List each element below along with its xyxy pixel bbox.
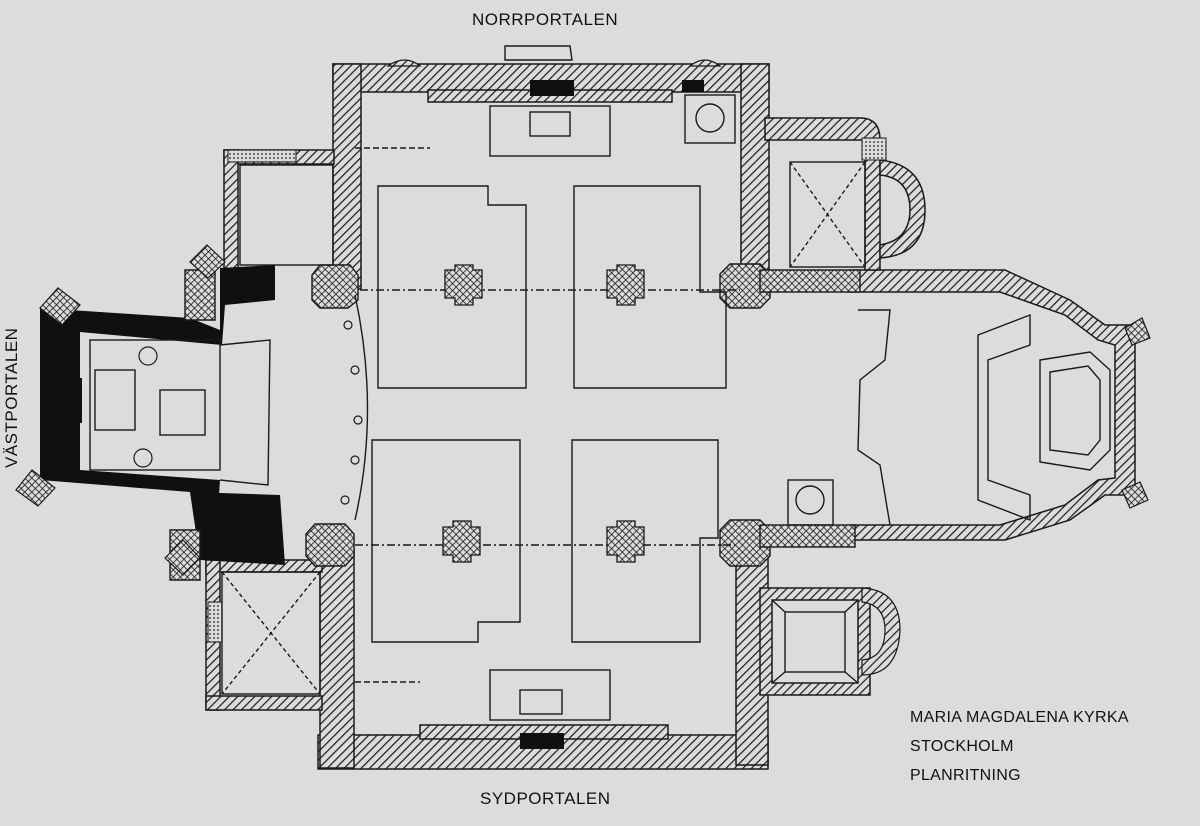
- nw-annex-room: [239, 164, 334, 266]
- walls: [205, 63, 1136, 770]
- dotted-walls: [207, 137, 887, 643]
- chancel-arch-north: [759, 269, 861, 293]
- altar-inner: [1049, 365, 1101, 456]
- west-tower-inner: [159, 389, 206, 436]
- buttress-n: [189, 244, 226, 279]
- circle-5: [340, 495, 350, 505]
- west-tower-walls: [40, 265, 285, 565]
- se-chapel-circle: [795, 485, 825, 515]
- north-porch-block: [530, 80, 574, 96]
- west-vestibule: [219, 339, 271, 486]
- dotted-wall-nw: [227, 149, 297, 163]
- nave-west-wall-south: [319, 547, 355, 769]
- circle-4: [350, 455, 360, 465]
- se-chapel: [787, 479, 834, 526]
- vault-bay-ne: [573, 185, 727, 389]
- north-chapel: [684, 94, 736, 144]
- west-tower-room: [89, 339, 221, 471]
- column-ne: [606, 264, 645, 306]
- chancel-arch-south: [759, 524, 856, 548]
- north-porch-steps: [504, 45, 573, 61]
- title-city: STOCKHOLM: [910, 738, 1014, 755]
- north-chapel-circle: [695, 103, 725, 133]
- altar-rail: [977, 313, 1031, 522]
- small-circles: [133, 320, 363, 505]
- west-stair: [94, 369, 136, 431]
- north-porch-room: [489, 105, 611, 157]
- se-tower-lines: [771, 599, 859, 684]
- ne-tower-room: [789, 161, 866, 268]
- title-block: MARIA MAGDALENA KYRKA STOCKHOLM PLANRITN…: [910, 703, 1129, 790]
- pier-west-north: [184, 269, 216, 321]
- tower-circle-south: [133, 448, 153, 468]
- south-porch-inner: [519, 689, 563, 715]
- se-tower-room: [784, 611, 846, 673]
- vault-bay-nw: [377, 185, 527, 389]
- piers: [169, 263, 861, 581]
- title-drawing-type: PLANRITNING: [910, 767, 1021, 784]
- west-portal-block: [62, 378, 82, 423]
- north-porch-inner: [529, 111, 571, 137]
- apses: [386, 59, 901, 676]
- porch-blocks: [520, 80, 704, 749]
- west-tower-solid-wall-south: [190, 492, 285, 565]
- north-porch-arch-e: [688, 59, 722, 67]
- west-portal-label: VÄSTPORTALEN: [2, 327, 21, 468]
- tower-buttresses: [15, 244, 1151, 576]
- column-sw: [442, 520, 481, 563]
- pier-sw: [305, 523, 355, 567]
- nave-west-curve: [354, 294, 369, 521]
- nave-lines: [89, 45, 1111, 721]
- south-portal-label: SYDPORTALEN: [480, 789, 611, 808]
- tower-circle-north: [138, 346, 158, 366]
- buttress-chancel-n: [1124, 317, 1151, 346]
- pier-se: [719, 519, 771, 567]
- south-porch-block: [520, 733, 564, 749]
- se-stair-apse: [861, 587, 901, 676]
- column-se: [606, 520, 645, 563]
- pier-ne: [719, 263, 771, 309]
- buttress-chancel-s: [1121, 481, 1149, 509]
- chancel-wall: [849, 269, 1136, 541]
- buttress-sw: [15, 469, 56, 507]
- vault-bay-sw: [371, 439, 521, 643]
- sw-annex-diag-2: [221, 571, 321, 695]
- dotted-wall-sw: [207, 601, 223, 643]
- sw-annex-bottom-wall: [205, 695, 323, 711]
- nave-columns: [442, 264, 645, 563]
- north-chapel-block: [682, 80, 704, 92]
- column-nw: [444, 264, 483, 306]
- buttress-s: [164, 539, 201, 576]
- west-tower-solid-wall: [40, 265, 275, 510]
- nave-west-wall-north: [332, 63, 362, 290]
- circle-1: [343, 320, 353, 330]
- ne-diag-2: [789, 161, 866, 268]
- altar-platform: [1039, 351, 1111, 471]
- circle-2: [350, 365, 360, 375]
- ne-apse-wall: [879, 159, 926, 259]
- sw-annex-room: [221, 571, 321, 695]
- dotted-wall-ne: [861, 137, 887, 161]
- chancel-screen: [857, 309, 891, 526]
- pier-nw: [311, 264, 359, 309]
- circle-3: [353, 415, 363, 425]
- nw-annex-side-wall: [223, 149, 239, 271]
- north-portal-label: NORRPORTALEN: [472, 10, 619, 29]
- title-church-name: MARIA MAGDALENA KYRKA: [910, 709, 1129, 726]
- nave-east-wall-north: [740, 63, 770, 290]
- south-porch-room: [489, 669, 611, 721]
- vault-bay-se: [571, 439, 719, 643]
- buttress-nw: [39, 287, 81, 326]
- north-porch-arch-w: [386, 59, 422, 67]
